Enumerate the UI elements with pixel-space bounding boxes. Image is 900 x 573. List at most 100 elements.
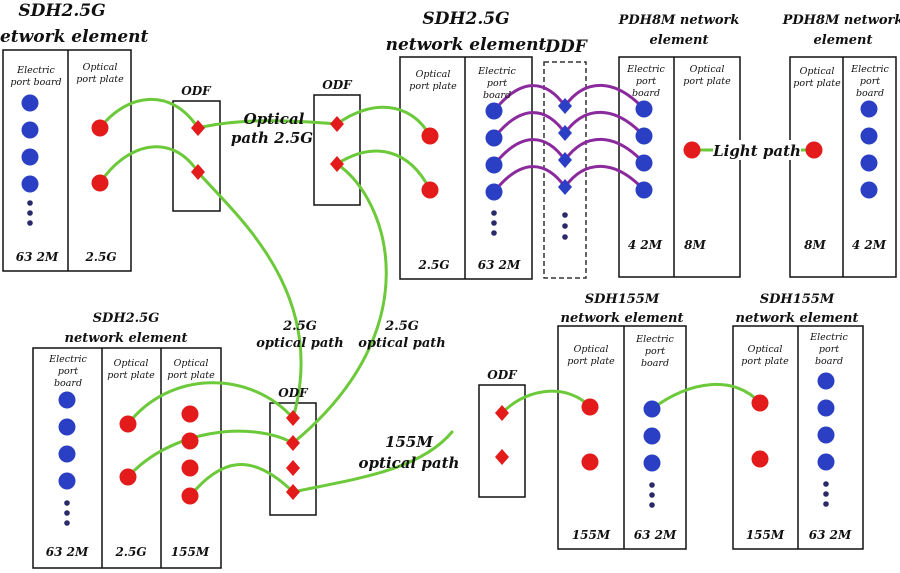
ports-bl-optical <box>119 405 199 505</box>
cap-pdh1-electric: 4 2M <box>628 238 663 252</box>
connector-diamond <box>558 98 572 114</box>
connector-diamond <box>330 156 344 172</box>
blue-port <box>817 426 835 444</box>
col-electric-pdh2-3: board <box>856 88 884 99</box>
connector-diamond <box>286 410 300 426</box>
col-optical-pdh1-2: port plate <box>683 76 731 87</box>
red-port <box>91 119 109 137</box>
red-port <box>421 127 439 145</box>
col-optical-155a-2: port plate <box>567 356 615 367</box>
red-port <box>119 468 137 486</box>
blue-port <box>58 418 76 436</box>
col-electric-pdh1-2: port <box>636 76 656 87</box>
col-electric-pdh1-1: Electric <box>626 64 665 75</box>
label-optical-path-2: path 2.5G <box>231 129 313 147</box>
cap-bl-electric: 63 2M <box>46 545 89 559</box>
ports-pdh2-electric <box>860 100 878 199</box>
blue-port <box>860 100 878 118</box>
blue-port <box>635 127 653 145</box>
fiber-bl-2 <box>126 429 295 479</box>
title-sdh25-bl-2: network element <box>65 331 188 346</box>
blue-port <box>485 102 503 120</box>
odf-diamonds <box>191 116 509 500</box>
cap-155a-optical: 155M <box>572 528 611 542</box>
red-port <box>581 398 599 416</box>
label-155m-path-2: optical path <box>359 454 460 472</box>
sdh155m-ne-2 <box>732 325 864 550</box>
ports-bl-electric <box>58 391 76 526</box>
col-optical-tm-1: Optical <box>416 69 451 80</box>
connector-diamond <box>191 120 205 136</box>
connector-diamond <box>286 460 300 476</box>
cap-pdh2-optical: 8M <box>804 238 826 252</box>
col-electric-tm-1: Electric <box>477 66 516 77</box>
col-electric-155b-2: port <box>819 344 839 355</box>
connector-diamond <box>558 125 572 141</box>
col-optical-pdh2-1: Optical <box>800 66 835 77</box>
red-port <box>683 141 701 159</box>
col-electric-tl-1: Electric <box>16 65 55 76</box>
red-port <box>91 174 109 192</box>
blue-port <box>860 181 878 199</box>
pdh8m-ne-2 <box>789 56 897 278</box>
blue-port <box>485 183 503 201</box>
fiber-tl-1 <box>98 98 200 130</box>
col-electric-tm-3: board <box>483 90 511 101</box>
col-electric-155a-3: board <box>641 358 669 369</box>
blue-port <box>817 399 835 417</box>
cap-155b-optical: 155M <box>746 528 785 542</box>
col-optical-tl-2: port plate <box>76 74 124 85</box>
ddf-box <box>543 61 587 279</box>
title-sdh25-tl-2: network element <box>0 27 149 47</box>
sdh155m-ne-1 <box>557 325 687 550</box>
label-155m-path-1: 155M <box>385 433 433 451</box>
ports-155a <box>581 398 661 508</box>
blue-port <box>21 148 39 166</box>
label-optical-path-1: Optical <box>244 110 305 128</box>
title-pdh1-1: PDH8M network <box>618 13 740 28</box>
col-electric-155b-1: Electric <box>809 332 848 343</box>
red-port <box>751 450 769 468</box>
col-electric-155b-3: board <box>815 356 843 367</box>
col-optical-tm-2: port plate <box>409 81 457 92</box>
col-optical-bl2-2: port plate <box>167 370 215 381</box>
connector-diamond <box>286 435 300 451</box>
green-fibers <box>98 98 816 498</box>
red-port <box>181 487 199 505</box>
cap-bl-optical2: 155M <box>171 545 210 559</box>
purple-cables <box>492 83 646 194</box>
col-electric-155a-1: Electric <box>635 334 674 345</box>
odf-box-2 <box>313 94 361 206</box>
connector-diamond <box>286 484 300 500</box>
blue-port <box>817 372 835 390</box>
label-25g-path-a-1: 2.5G <box>282 319 317 334</box>
col-electric-bl-2: port <box>58 366 78 377</box>
blue-port <box>860 154 878 172</box>
connector-diamond <box>558 152 572 168</box>
red-port <box>181 432 199 450</box>
col-optical-155b-2: port plate <box>741 356 789 367</box>
cap-155a-electric: 63 2M <box>634 528 677 542</box>
ports-tl-optical <box>91 119 109 192</box>
label-25g-path-b-1: 2.5G <box>384 319 419 334</box>
red-port <box>119 415 137 433</box>
col-optical-bl-1: Optical <box>114 358 149 369</box>
col-optical-155b-1: Optical <box>748 344 783 355</box>
title-155a-2: network element <box>561 311 684 326</box>
light-path-label-bg <box>713 140 801 160</box>
ports-tl-electric <box>21 94 39 226</box>
title-sdh25-tl-1: SDH2.5G <box>18 1 105 21</box>
odf-label-3: ODF <box>278 386 309 400</box>
fiber-155-link <box>650 383 762 411</box>
fiber-odf3-odf4 <box>291 430 454 494</box>
col-electric-pdh2-1: Electric <box>850 64 889 75</box>
odf-box-1 <box>172 100 221 212</box>
red-port <box>181 459 199 477</box>
cap-155b-electric: 63 2M <box>809 528 852 542</box>
blue-port <box>485 156 503 174</box>
odf-box-4 <box>478 384 526 498</box>
col-electric-bl-1: Electric <box>48 354 87 365</box>
ddf-dots <box>562 212 568 240</box>
col-electric-pdh2-2: port <box>860 76 880 87</box>
